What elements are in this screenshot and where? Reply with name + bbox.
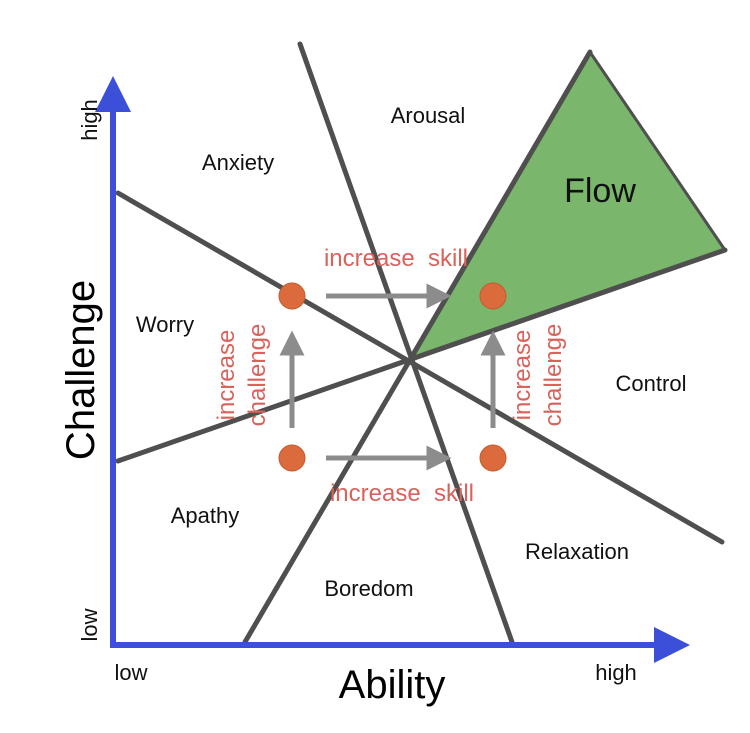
x-axis-title: Ability	[339, 663, 446, 707]
region-label-apathy: Apathy	[171, 503, 240, 528]
y-axis-title: Challenge	[59, 280, 103, 460]
region-label-flow: Flow	[564, 172, 636, 210]
label-increase-skill-top: increase skill	[324, 245, 468, 272]
label-increase-challenge-right-line1: increase	[509, 330, 536, 421]
label-increase-skill-bottom: increase skill	[330, 480, 474, 507]
node-bottom-right	[479, 444, 507, 472]
region-label-worry: Worry	[136, 312, 194, 337]
label-increase-challenge-right-line2: challenge	[540, 324, 567, 427]
x-axis-low-label: low	[114, 660, 147, 685]
x-axis-high-label: high	[595, 660, 637, 685]
divider-line-steep-descending	[297, 41, 515, 645]
region-label-control: Control	[616, 371, 687, 396]
label-increase-challenge-left-line2: challenge	[244, 324, 271, 427]
node-bottom-left	[278, 444, 306, 472]
region-label-boredom: Boredom	[324, 576, 413, 601]
region-label-arousal: Arousal	[391, 103, 466, 128]
divider-line-steep-ascending	[242, 49, 593, 645]
label-increase-challenge-left-line1: increase	[213, 330, 240, 421]
y-axis-low-label: low	[77, 608, 102, 641]
node-top-right	[479, 282, 507, 310]
divider-line-shallow-descending	[115, 190, 725, 545]
node-top-left	[278, 282, 306, 310]
y-axis-high-label: high	[77, 99, 102, 141]
region-label-relaxation: Relaxation	[525, 539, 629, 564]
divider-line-shallow-ascending	[115, 247, 728, 464]
region-label-anxiety: Anxiety	[202, 150, 274, 175]
